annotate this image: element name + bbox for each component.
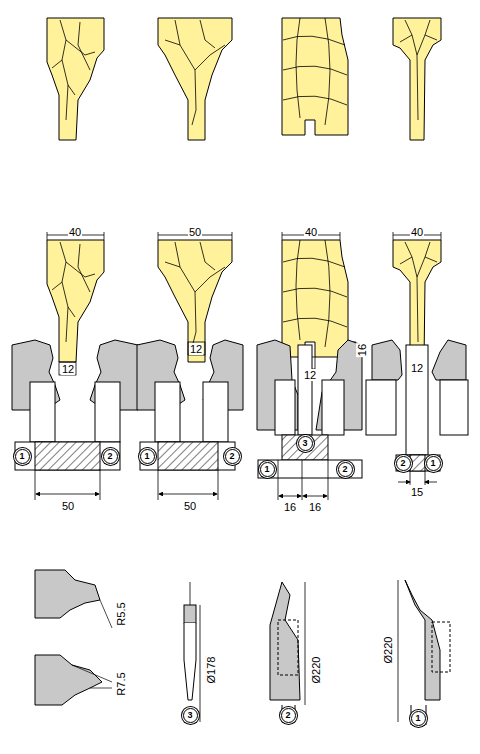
callout-circle: 2 (281, 708, 296, 723)
dimension-label: 16 (283, 501, 297, 513)
dimension-label: 12 (189, 343, 203, 355)
callout-circle: 1 (15, 449, 30, 464)
dimension-label: R5.5 (115, 601, 127, 626)
callout-circle: 1 (411, 711, 426, 726)
dimension-label: Ø220 (310, 656, 322, 685)
dimension-label: 40 (410, 226, 424, 238)
callout-circle: 2 (396, 456, 411, 471)
dimension-label: 12 (303, 369, 317, 381)
callout-number: 1 (144, 452, 149, 461)
callout-circle: 1 (140, 449, 155, 464)
callout-number: 3 (302, 439, 307, 448)
dimension-label: 15 (410, 486, 424, 498)
callout-number: 3 (187, 711, 192, 720)
dimension-label: Ø178 (205, 656, 217, 685)
dimension-label: 16 (356, 343, 368, 357)
dimension-label: 40 (304, 226, 318, 238)
callout-circle: 2 (103, 449, 118, 464)
callout-number: 1 (19, 452, 24, 461)
dimension-label: 16 (308, 501, 322, 513)
dimension-label: 12 (61, 363, 75, 375)
callout-circle: 2 (225, 449, 240, 464)
dimension-label: 50 (183, 500, 197, 512)
callout-circle: 1 (426, 456, 441, 471)
dimension-label: 50 (61, 500, 75, 512)
callout-circle: 1 (260, 462, 275, 477)
callout-number: 1 (430, 459, 435, 468)
callout-number: 2 (107, 452, 112, 461)
dimension-label: 50 (188, 226, 202, 238)
dimension-label: R7.5 (115, 671, 127, 696)
callout-circle: 3 (298, 436, 313, 451)
callout-number: 2 (229, 452, 234, 461)
callout-number: 2 (342, 465, 347, 474)
callout-circle: 2 (338, 462, 353, 477)
callout-number: 2 (400, 459, 405, 468)
dimension-label: 12 (410, 362, 424, 374)
dimension-label: 40 (68, 226, 82, 238)
callout-number: 1 (415, 714, 420, 723)
dimension-label: Ø220 (382, 636, 394, 665)
callout-number: 2 (285, 711, 290, 720)
callout-number: 1 (264, 465, 269, 474)
callout-circle: 3 (183, 708, 198, 723)
